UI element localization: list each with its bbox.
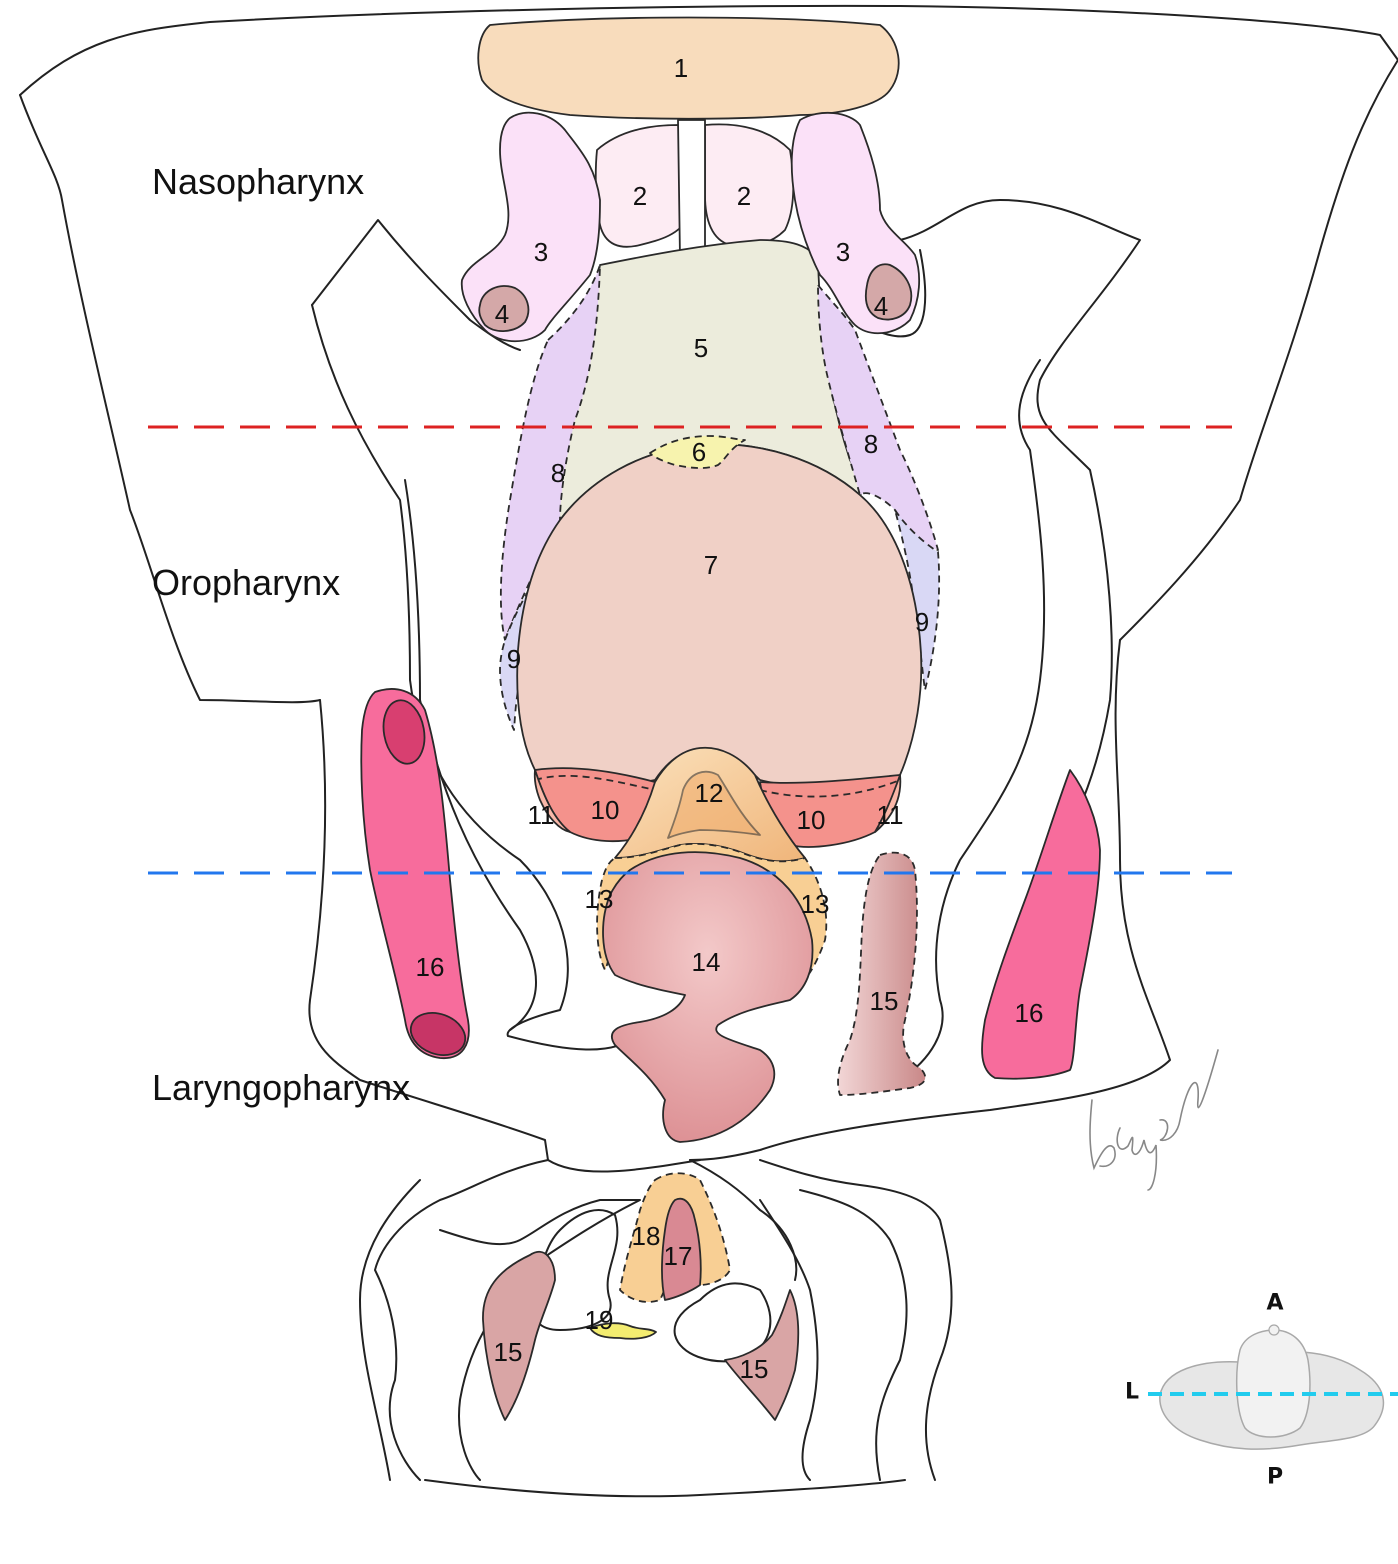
number-10-right: 10 (797, 805, 826, 835)
number-15-lower-left: 15 (494, 1337, 523, 1367)
orientation-anterior-label: A (1266, 1291, 1283, 1316)
number-2-left: 2 (633, 181, 647, 211)
number-14: 14 (692, 947, 721, 977)
structure-14 (603, 852, 813, 1142)
structure-16-right (982, 770, 1100, 1079)
label-laryngopharynx: Laryngopharynx (152, 1067, 410, 1108)
number-18: 18 (632, 1221, 661, 1251)
number-16-right: 16 (1015, 998, 1044, 1028)
number-9-right: 9 (915, 607, 929, 637)
number-19: 19 (585, 1305, 614, 1335)
number-5: 5 (694, 333, 708, 363)
orientation-skull-top (1237, 1330, 1310, 1437)
number-11-left: 11 (528, 800, 555, 830)
orientation-inset: A P L (1125, 1291, 1398, 1490)
structure-15-upper (838, 853, 925, 1095)
number-4-right: 4 (874, 291, 888, 321)
number-3-right: 3 (836, 237, 850, 267)
label-oropharynx: Oropharynx (152, 562, 340, 603)
structure-2-septum (678, 120, 705, 260)
orientation-posterior-label: P (1267, 1465, 1283, 1490)
number-15-upper: 15 (870, 986, 899, 1016)
structure-1 (478, 18, 898, 119)
number-8-left: 8 (551, 458, 565, 488)
number-11-right: 11 (877, 800, 904, 830)
number-13-right: 13 (801, 889, 830, 919)
number-9-left: 9 (507, 644, 521, 674)
label-nasopharynx: Nasopharynx (152, 161, 364, 202)
number-4-left: 4 (495, 299, 509, 329)
number-6: 6 (692, 437, 706, 467)
number-7: 7 (704, 550, 718, 580)
number-16-left: 16 (416, 952, 445, 982)
number-12: 12 (695, 778, 724, 808)
number-8-right: 8 (864, 429, 878, 459)
number-3-left: 3 (534, 237, 548, 267)
number-10-left: 10 (591, 795, 620, 825)
number-2-right: 2 (737, 181, 751, 211)
structure-15-lower-left (483, 1252, 555, 1420)
orientation-left-label: L (1125, 1380, 1139, 1405)
number-13-left: 13 (585, 884, 614, 914)
number-1: 1 (674, 53, 688, 83)
number-17: 17 (664, 1241, 693, 1271)
orientation-skull-knob (1269, 1325, 1279, 1335)
number-15-lower-right: 15 (740, 1354, 769, 1384)
